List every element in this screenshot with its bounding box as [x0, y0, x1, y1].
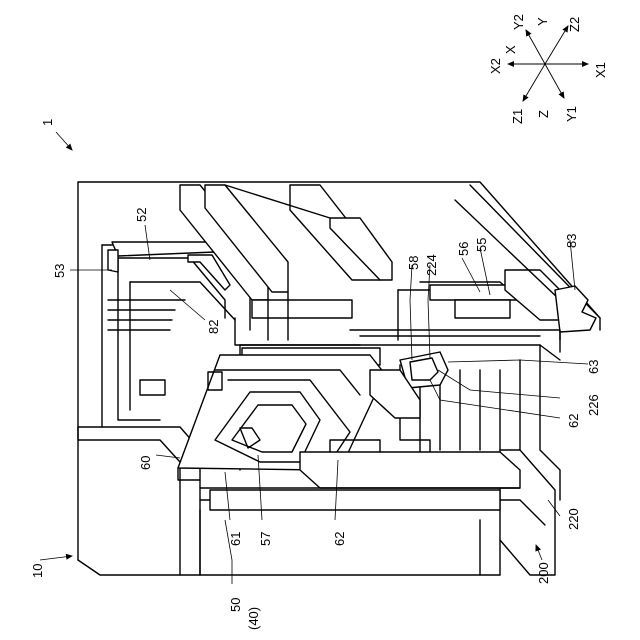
ref-226: 226 — [586, 394, 601, 416]
axis-indicator — [508, 26, 588, 101]
ref-57: 57 — [258, 532, 273, 546]
axis-label-x2: X2 — [488, 58, 503, 74]
ref-52: 52 — [134, 208, 149, 222]
axis-label-y1: Y1 — [564, 106, 579, 122]
ref-55: 55 — [474, 238, 489, 252]
ref-60: 60 — [138, 456, 153, 470]
ref-220: 220 — [566, 508, 581, 530]
axis-label-x: X — [503, 45, 518, 54]
ref-62-upper: 62 — [566, 414, 581, 428]
axis-label-y2: Y2 — [511, 14, 526, 30]
ref-224: 224 — [424, 254, 439, 276]
ref-1: 1 — [40, 119, 55, 126]
axis-label-z2: Z2 — [567, 17, 582, 32]
axis-label-x1: X1 — [593, 62, 608, 78]
ref-82: 82 — [206, 320, 221, 334]
ref-53: 53 — [52, 264, 67, 278]
ref-50: 50 — [228, 598, 243, 612]
axis-label-y: Y — [535, 17, 550, 26]
ref-200: 200 — [536, 562, 551, 584]
connector-body-outline — [78, 182, 600, 575]
axis-label-z1: Z1 — [510, 109, 525, 124]
ref-62-lower: 62 — [332, 532, 347, 546]
ref-40: (40) — [246, 607, 261, 630]
ref-83: 83 — [564, 234, 579, 248]
ref-61: 61 — [228, 532, 243, 546]
axis-label-z: Z — [536, 110, 551, 118]
ref-56: 56 — [456, 242, 471, 256]
ref-10: 10 — [30, 564, 45, 578]
ref-58: 58 — [406, 256, 421, 270]
ref-63: 63 — [586, 360, 601, 374]
